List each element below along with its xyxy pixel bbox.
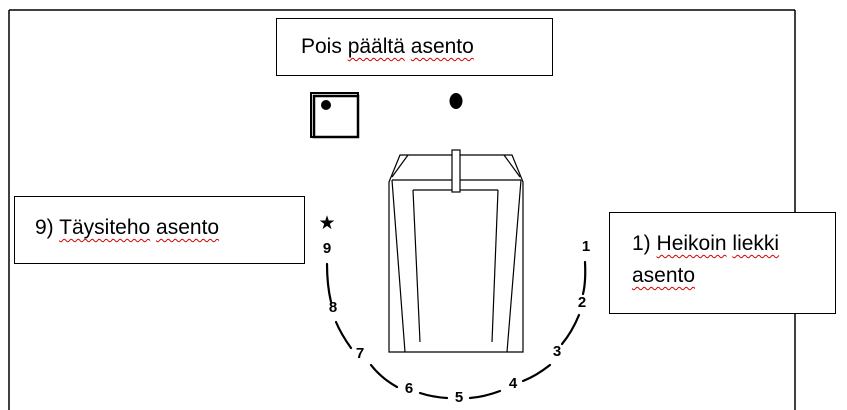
full-power-prefix: 9) — [35, 216, 54, 239]
lowest-flame-line-2: asento — [632, 260, 835, 292]
lowest-flame-prefix: 1) — [632, 232, 651, 255]
dial-number-8: 8 — [329, 299, 337, 316]
dial-number-5: 5 — [455, 389, 463, 406]
dial-arc — [325, 260, 587, 400]
dial-number-2: 2 — [578, 294, 586, 311]
off-position-word-2: päältä — [347, 35, 405, 58]
lowest-flame-word-2: liekki — [732, 232, 780, 255]
off-position-dot-icon — [449, 93, 463, 109]
off-position-callout: Pois päältä asento — [276, 18, 553, 76]
lowest-flame-word-3: asento — [632, 264, 696, 287]
dial-number-4: 4 — [509, 375, 518, 392]
dial-number-3: 3 — [553, 343, 561, 360]
dial-number-9: 9 — [323, 240, 331, 257]
off-position-word-3: asento — [410, 35, 474, 58]
dial-arc-segment-7 — [334, 320, 353, 350]
dial-arc-segment-6 — [369, 363, 399, 389]
lowest-flame-line-1: 1) Heikoin liekki — [632, 228, 835, 260]
dial-number-1: 1 — [582, 238, 590, 255]
star-icon: ★ — [318, 212, 335, 234]
lowest-flame-callout: 1) Heikoin liekki asento — [609, 212, 836, 314]
off-position-square-icon — [310, 92, 360, 139]
dial-arc-segment-5 — [418, 391, 449, 400]
full-power-callout: 9) Täysiteho asento — [14, 196, 305, 264]
dial-number-7: 7 — [356, 345, 364, 362]
dial-number-6: 6 — [405, 380, 413, 397]
off-position-word-1: Pois — [301, 35, 342, 58]
full-power-label: 9) Täysiteho asento — [35, 212, 304, 244]
dial-arc-segment-2 — [560, 313, 581, 346]
knob-icon — [388, 149, 524, 353]
off-position-label: Pois päältä asento — [301, 31, 552, 63]
lowest-flame-word-1: Heikoin — [656, 232, 727, 255]
dial-arc-segment-3 — [521, 363, 552, 383]
dial-arc-segment-1 — [581, 260, 587, 296]
full-power-word-2: asento — [156, 216, 220, 239]
dial-arc-segment-8 — [325, 262, 333, 304]
full-power-word-1: Täysiteho — [59, 216, 151, 239]
dial-arc-segment-4 — [468, 389, 502, 400]
